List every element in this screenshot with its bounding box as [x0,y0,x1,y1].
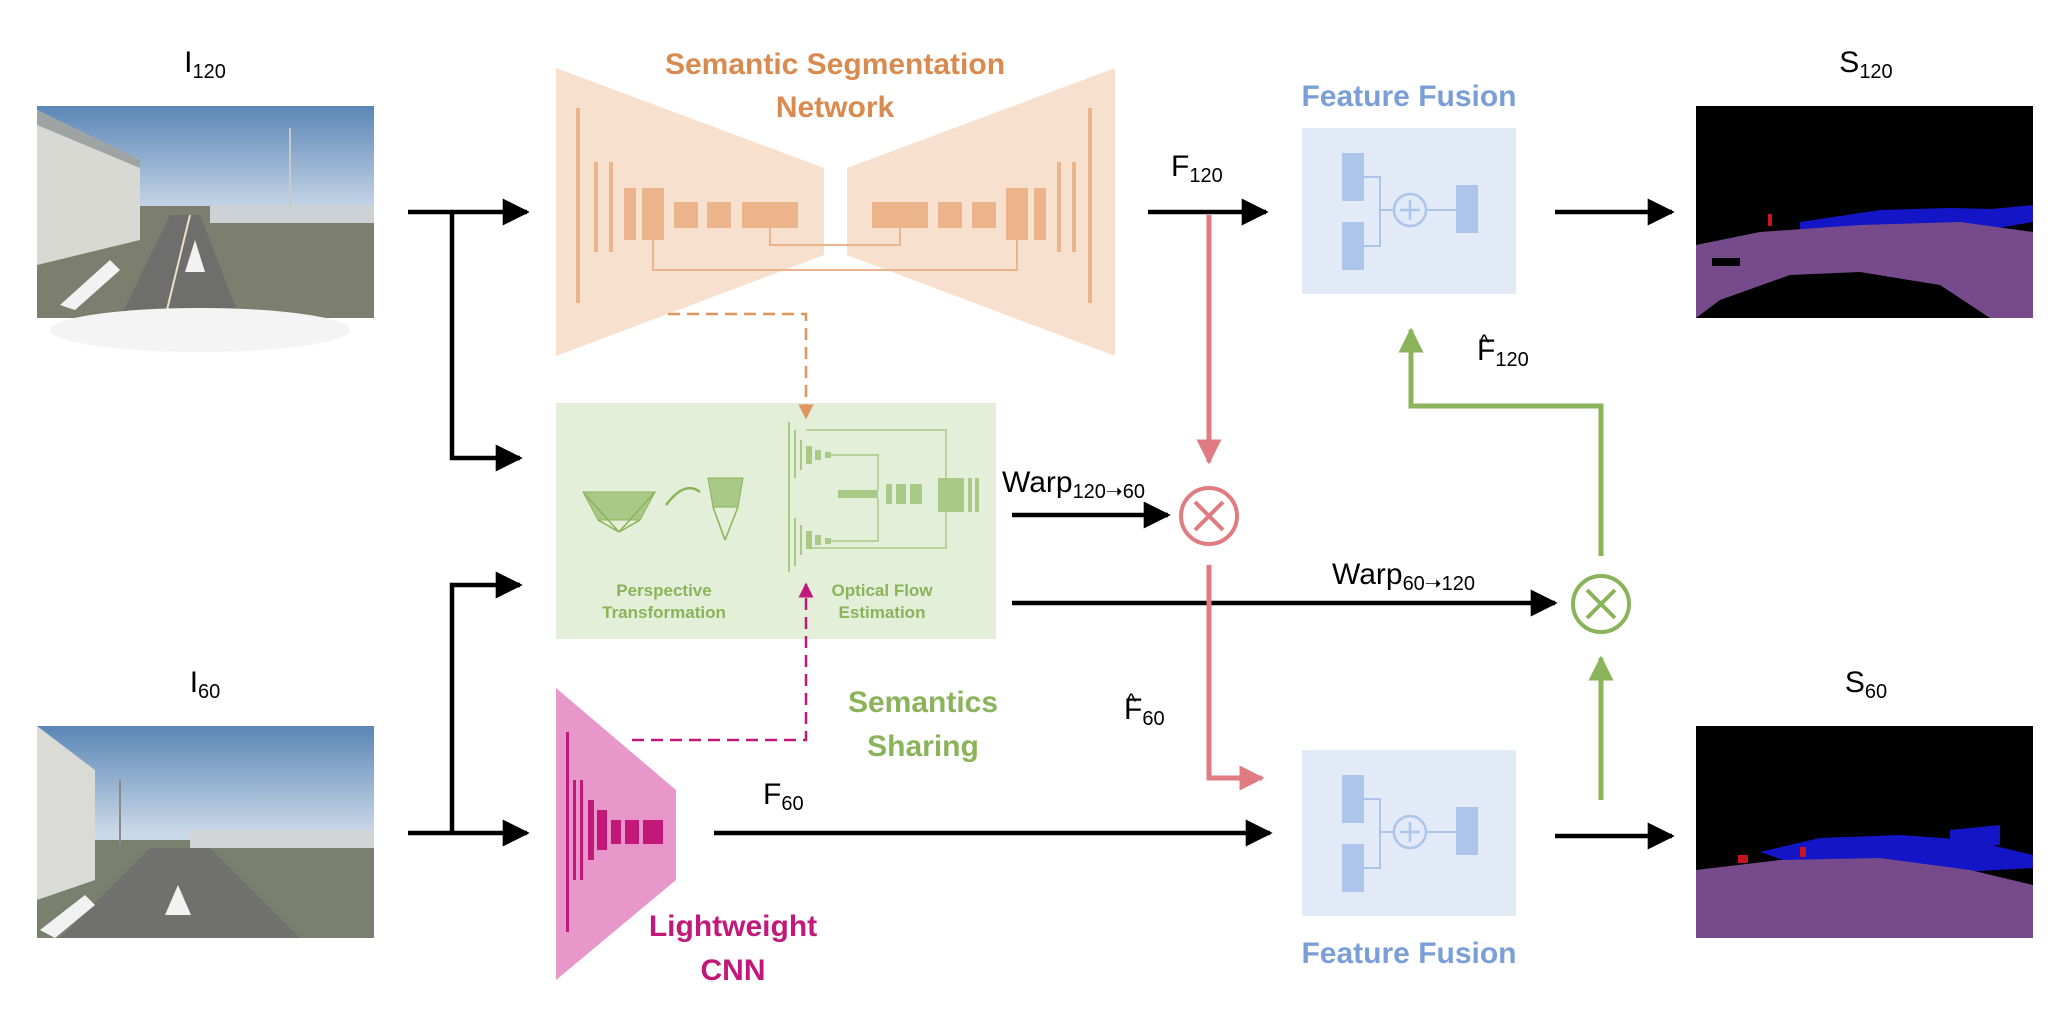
optical-flow-connectors [806,429,947,549]
label-f60-hat: F60 ^ [1124,689,1165,730]
fusion-top-title: Feature Fusion [1301,80,1516,113]
svg-text:^: ^ [1126,689,1137,714]
seg-net-title-line2: Network [776,91,895,124]
output-label-s120: S120 [1839,46,1892,83]
output-segmentation-s120 [1696,106,2033,318]
seg-net-title-line1: Semantic Segmentation [665,48,1005,81]
lightweight-cnn [556,688,676,980]
perspective-label-line1: Perspective [616,581,711,600]
feature-fusion-bottom [1302,750,1516,916]
perspective-label-line2: Transformation [602,603,726,622]
output-segmentation-s60 [1696,726,2033,938]
dashed-arrow-lightweight-to-flow [632,582,814,742]
svg-text:F60: F60 [1124,693,1165,730]
svg-text:F120: F120 [1477,334,1529,371]
label-f120-hat: F120 ^ [1477,330,1529,371]
dashed-arrow-segnet-to-flow [668,312,814,420]
sharing-title-line2: Sharing [867,730,979,763]
lightweight-title-line1: Lightweight [649,910,817,943]
input-label-i120: I120 [184,46,226,83]
input-image-i60 [37,726,374,938]
feature-fusion-top [1302,128,1516,294]
fusion-bottom-title: Feature Fusion [1301,937,1516,970]
output-label-s60: S60 [1845,666,1887,703]
optical-flow-label-line1: Optical Flow [831,581,933,600]
input-image-i120 [37,106,374,352]
black-arrows [408,198,1675,850]
optical-flow-label-line2: Estimation [839,603,926,622]
perspective-transformation-icon [582,477,744,541]
label-f120: F120 [1171,150,1223,187]
green-warp-path [1398,327,1631,800]
sharing-title-line1: Semantics [848,686,998,719]
segmentation-network [556,68,1115,356]
label-warp-120-60: Warp120➝60 [1002,466,1145,503]
arrow-i60-to-sharing [449,571,523,833]
lightweight-title-line2: CNN [701,954,766,987]
label-f60: F60 [763,778,804,815]
arrow-i120-to-sharing [449,212,523,472]
red-warp-path [1179,215,1265,791]
optical-flow-estimation-icon [788,422,979,572]
label-warp-60-120: Warp60➝120 [1332,558,1475,595]
svg-text:^: ^ [1479,330,1490,355]
input-label-i60: I60 [190,666,221,703]
